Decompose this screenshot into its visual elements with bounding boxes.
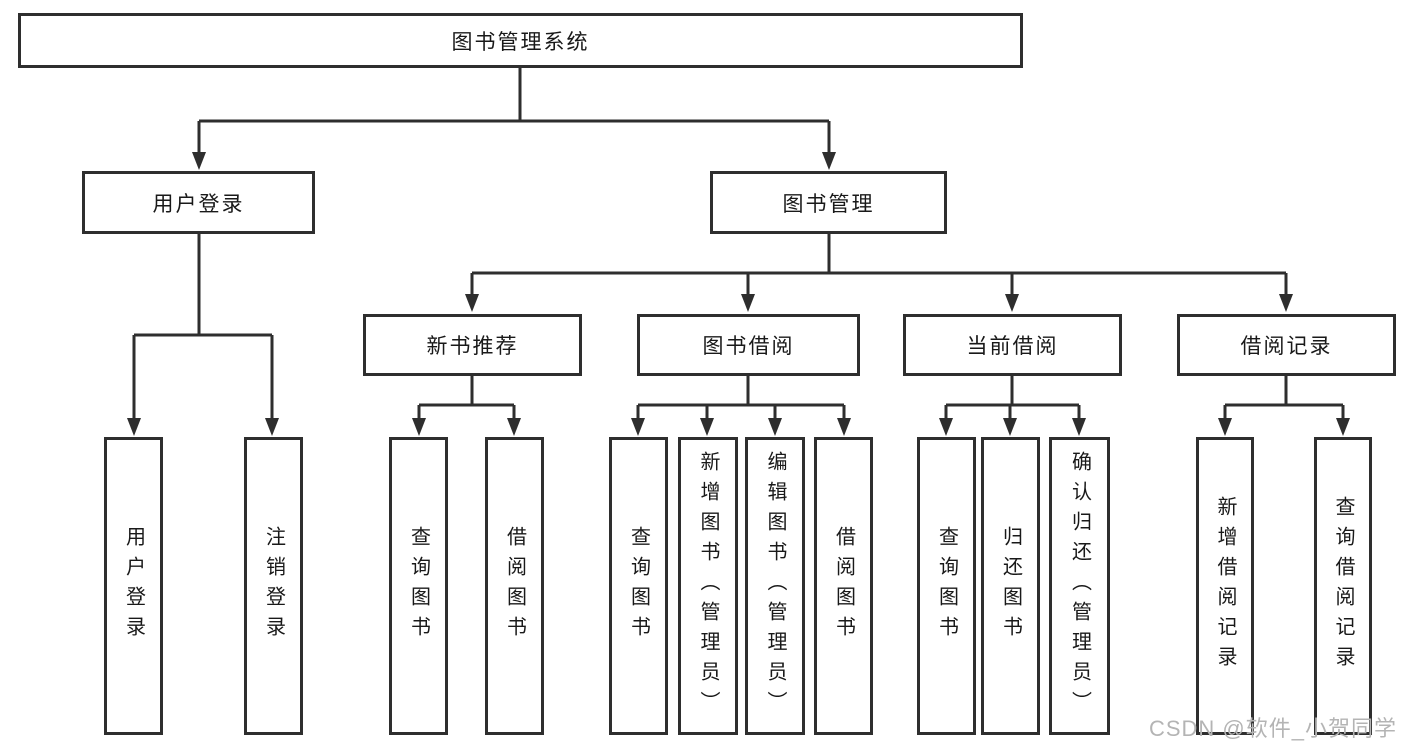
node-root-label: 图书管理系统 — [451, 30, 590, 54]
leaf-add-borrow-record: 新增借阅记录 — [1196, 437, 1254, 735]
leaf-query-borrow-record: 查询借阅记录 — [1314, 437, 1372, 735]
csdn-watermark: CSDN @软件_小贺同学 — [1148, 716, 1397, 741]
leaf-add-book-admin-label: 新增图书（管理员） — [697, 451, 719, 721]
leaf-confirm-return-admin: 确认归还（管理员） — [1049, 437, 1110, 735]
leaf-borrow-query-books-label: 查询图书 — [627, 526, 650, 646]
leaf-recommend-query-books: 查询图书 — [389, 437, 448, 735]
node-borrow-records: 借阅记录 — [1177, 314, 1396, 376]
leaf-edit-book-admin-label: 编辑图书（管理员） — [764, 451, 786, 721]
leaf-recommend-borrow-books-label: 借阅图书 — [503, 526, 526, 646]
node-root: 图书管理系统 — [18, 13, 1023, 68]
leaf-user-login: 用户登录 — [104, 437, 163, 735]
leaf-recommend-borrow-books: 借阅图书 — [485, 437, 544, 735]
leaf-edit-book-admin: 编辑图书（管理员） — [745, 437, 805, 735]
leaf-user-login-label: 用户登录 — [122, 526, 145, 646]
leaf-logout: 注销登录 — [244, 437, 303, 735]
leaf-query-borrow-record-label: 查询借阅记录 — [1332, 496, 1354, 676]
leaf-recommend-query-books-label: 查询图书 — [407, 526, 430, 646]
leaf-return-books-label: 归还图书 — [999, 526, 1022, 646]
node-book-borrow: 图书借阅 — [637, 314, 860, 376]
node-new-book-recommend: 新书推荐 — [363, 314, 582, 376]
leaf-return-books: 归还图书 — [981, 437, 1040, 735]
leaf-borrow-books: 借阅图书 — [814, 437, 873, 735]
leaf-borrow-query-books: 查询图书 — [609, 437, 668, 735]
leaf-confirm-return-admin-label: 确认归还（管理员） — [1068, 451, 1091, 721]
node-book-management: 图书管理 — [710, 171, 947, 234]
node-new-book-recommend-label: 新书推荐 — [426, 335, 519, 358]
leaf-current-query-books: 查询图书 — [917, 437, 976, 735]
leaf-current-query-books-label: 查询图书 — [935, 526, 958, 646]
node-book-management-label: 图书管理 — [782, 192, 875, 216]
leaf-add-borrow-record-label: 新增借阅记录 — [1214, 496, 1236, 676]
node-book-borrow-label: 图书借阅 — [702, 335, 795, 358]
node-current-borrow-label: 当前借阅 — [966, 335, 1059, 358]
node-user-login-label: 用户登录 — [152, 192, 245, 216]
leaf-logout-label: 注销登录 — [262, 526, 285, 646]
node-current-borrow: 当前借阅 — [903, 314, 1122, 376]
leaf-add-book-admin: 新增图书（管理员） — [678, 437, 738, 735]
leaf-borrow-books-label: 借阅图书 — [832, 526, 855, 646]
node-user-login: 用户登录 — [82, 171, 315, 234]
node-borrow-records-label: 借阅记录 — [1240, 335, 1333, 358]
